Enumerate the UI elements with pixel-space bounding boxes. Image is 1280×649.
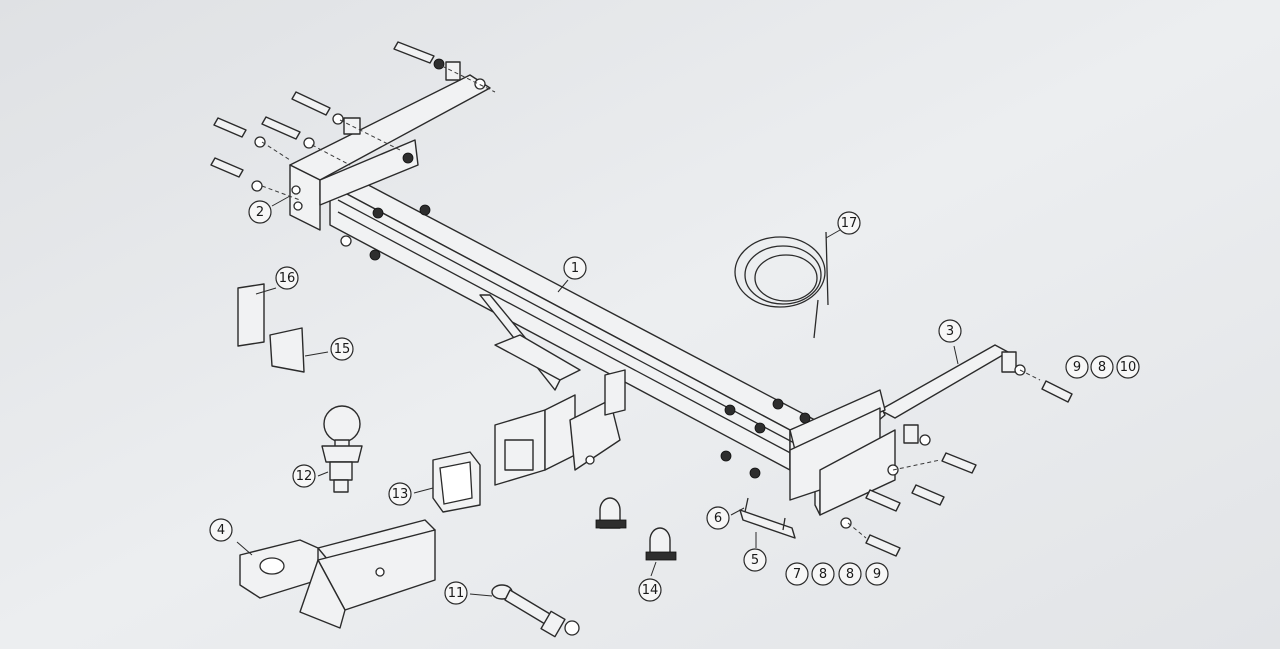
- callout-c9b: 9: [1065, 355, 1089, 379]
- right-side-bracket: [789, 344, 1017, 516]
- callout-number: 8: [819, 567, 827, 582]
- callout-number: 9: [873, 567, 881, 582]
- callout-c6: 6: [706, 506, 730, 530]
- left-side-bracket: [289, 74, 491, 231]
- callout-circle: [743, 548, 767, 572]
- callout-circle: [837, 211, 861, 235]
- callout-number: 15: [334, 342, 351, 357]
- callout-number: 6: [714, 511, 722, 526]
- callout-c16: 16: [275, 266, 299, 290]
- callout-c3: 3: [938, 319, 962, 343]
- callout-number: 12: [296, 469, 313, 484]
- spacer-plate: [739, 497, 796, 539]
- label-plates: [237, 283, 305, 373]
- bolt-set-lower-right: [720, 364, 1073, 557]
- bolt-set-upper-left: [210, 41, 496, 261]
- callout-number: 4: [217, 523, 225, 538]
- callout-number: 9: [1073, 360, 1081, 375]
- leader-lines: [236, 195, 959, 597]
- tow-ball: [321, 405, 363, 493]
- callout-number: 3: [946, 324, 954, 339]
- callout-c8a: 8: [811, 562, 835, 586]
- callout-circle: [1090, 355, 1114, 379]
- hitch-pin: [491, 584, 580, 638]
- callout-circle: [275, 266, 299, 290]
- callout-c5: 5: [743, 548, 767, 572]
- callout-circle: [388, 482, 412, 506]
- callout-c8c: 8: [1090, 355, 1114, 379]
- callout-number: 14: [642, 583, 659, 598]
- callout-number: 10: [1120, 360, 1137, 375]
- callout-circle: [838, 562, 862, 586]
- callout-circle: [1065, 355, 1089, 379]
- callout-circle: [811, 562, 835, 586]
- callout-circle: [330, 337, 354, 361]
- callout-c1: 1: [563, 256, 587, 280]
- callout-number: 5: [751, 553, 759, 568]
- callout-circle: [938, 319, 962, 343]
- callout-circle: [248, 200, 272, 224]
- callout-number: 1: [571, 261, 579, 276]
- ball-mount: [239, 519, 436, 629]
- callout-circle: [209, 518, 233, 542]
- callout-circle: [292, 464, 316, 488]
- shackles: [595, 497, 677, 561]
- callout-number: 7: [793, 567, 801, 582]
- callout-c9a: 9: [865, 562, 889, 586]
- receiver-hitch: [479, 294, 626, 486]
- callout-circle: [1116, 355, 1140, 379]
- callout-circle: [706, 506, 730, 530]
- callout-c7a: 7: [785, 562, 809, 586]
- callout-circle: [865, 562, 889, 586]
- callout-circle: [444, 581, 468, 605]
- callout-circle: [785, 562, 809, 586]
- callout-number: 13: [392, 487, 409, 502]
- callout-number: 2: [256, 205, 264, 220]
- callout-number: 8: [846, 567, 854, 582]
- callout-c17: 17: [837, 211, 861, 235]
- callout-c14: 14: [638, 578, 662, 602]
- callout-c4: 4: [209, 518, 233, 542]
- callout-c12: 12: [292, 464, 316, 488]
- callout-number: 11: [448, 586, 465, 601]
- callout-number: 17: [841, 216, 858, 231]
- callout-c8b: 8: [838, 562, 862, 586]
- callout-c15: 15: [330, 337, 354, 361]
- callout-circle: [563, 256, 587, 280]
- callout-c10: 10: [1116, 355, 1140, 379]
- callout-c13: 13: [388, 482, 412, 506]
- callout-c2: 2: [248, 200, 272, 224]
- wire-coil: [734, 231, 829, 339]
- callout-circle: [638, 578, 662, 602]
- hitch-cover-cap: [432, 451, 481, 513]
- callout-c11: 11: [444, 581, 468, 605]
- callout-number: 8: [1098, 360, 1106, 375]
- callout-number: 16: [279, 271, 296, 286]
